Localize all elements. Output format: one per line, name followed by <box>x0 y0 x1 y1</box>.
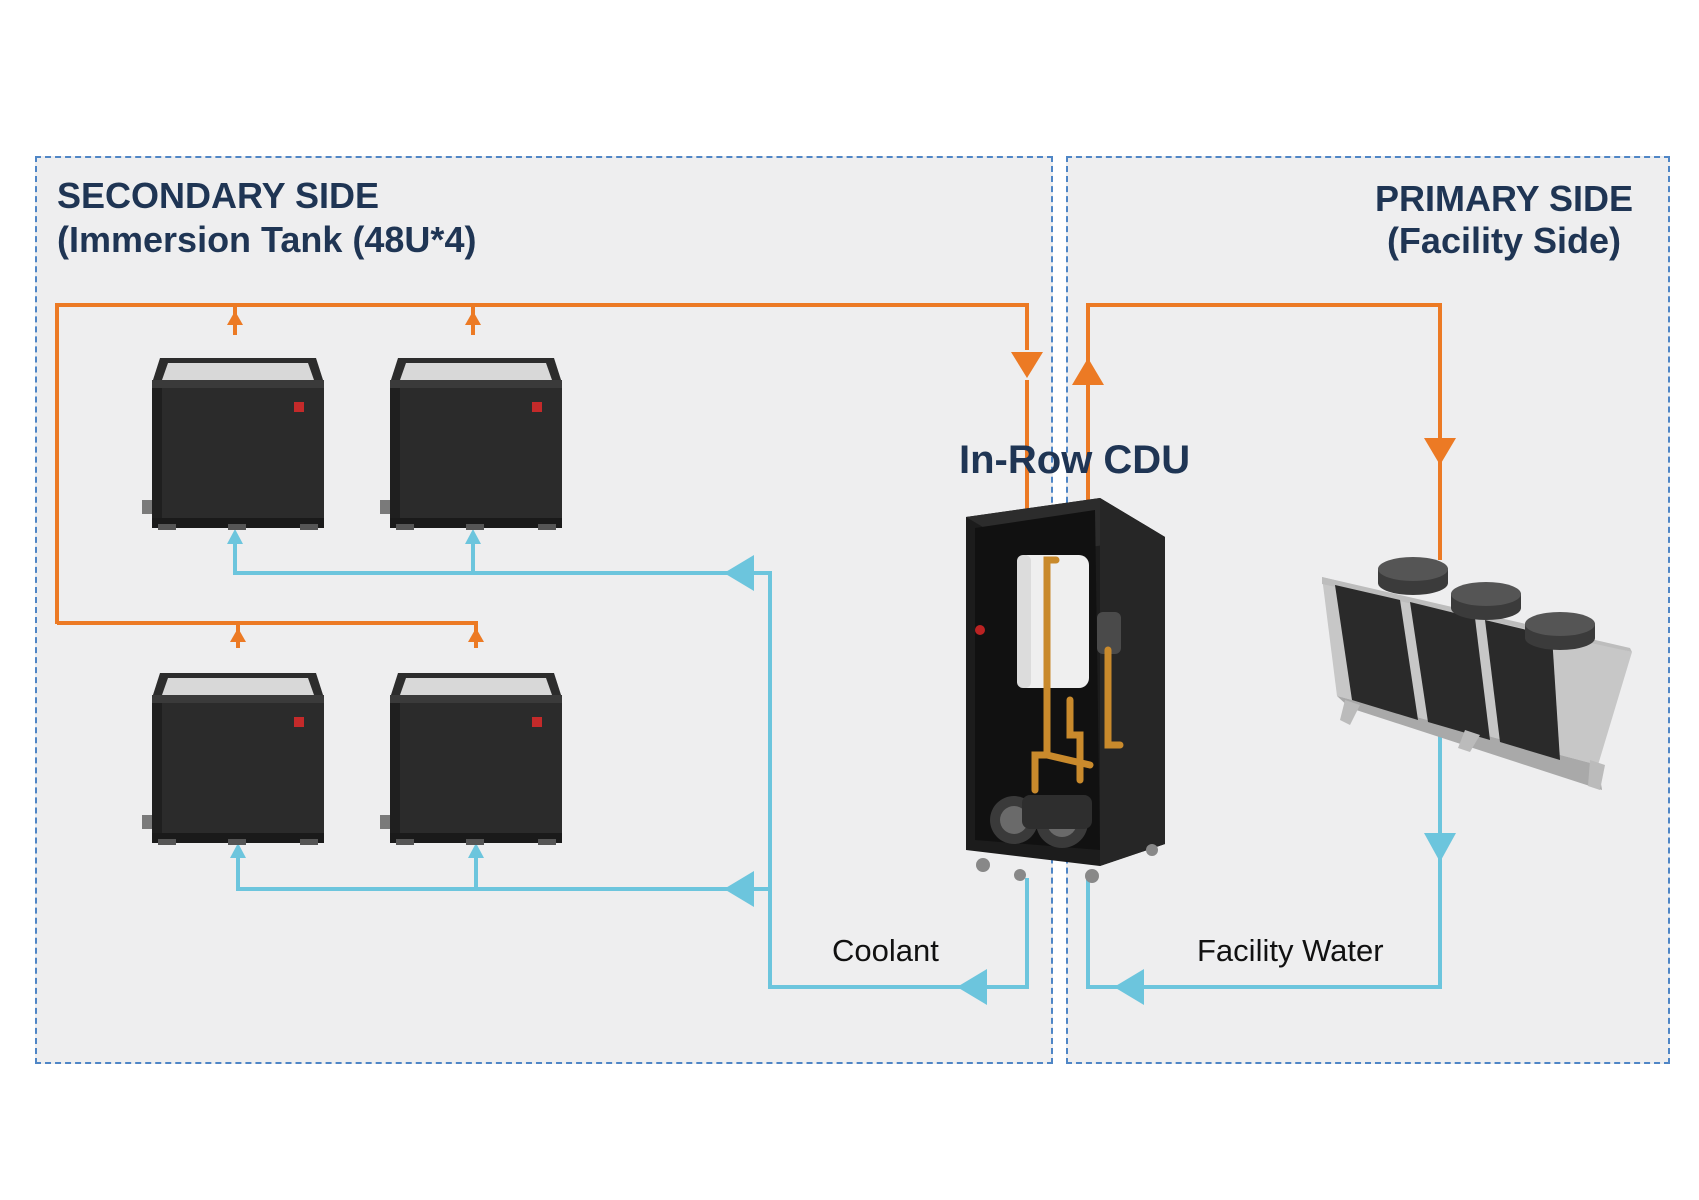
dry-cooler-icon <box>1322 557 1632 790</box>
immersion-tank-icon <box>380 358 562 530</box>
secondary-hot-arrows <box>227 311 1043 642</box>
coolant-label: Coolant <box>832 933 939 968</box>
primary-side-title: PRIMARY SIDE <box>1374 178 1633 219</box>
primary-cold-arrows <box>1114 833 1456 1005</box>
secondary-side-subtitle: (Immersion Tank (48U*4) <box>57 219 477 260</box>
cdu-cabinet-icon <box>966 498 1165 883</box>
secondary-cold-lines <box>233 540 1029 989</box>
secondary-side-panel <box>35 156 1053 1064</box>
immersion-tank-icon <box>380 673 562 845</box>
immersion-tank-icon <box>142 673 324 845</box>
immersion-tank-icon <box>142 358 324 530</box>
secondary-cold-arrows <box>227 529 987 1005</box>
secondary-side-title: SECONDARY SIDE <box>57 175 380 216</box>
facility-water-label: Facility Water <box>1197 933 1384 968</box>
cdu-title: In-Row CDU <box>959 438 1191 482</box>
primary-hot-lines <box>1086 303 1442 560</box>
primary-hot-arrows <box>1072 358 1456 465</box>
primary-side-subtitle: (Facility Side) <box>1386 220 1621 261</box>
